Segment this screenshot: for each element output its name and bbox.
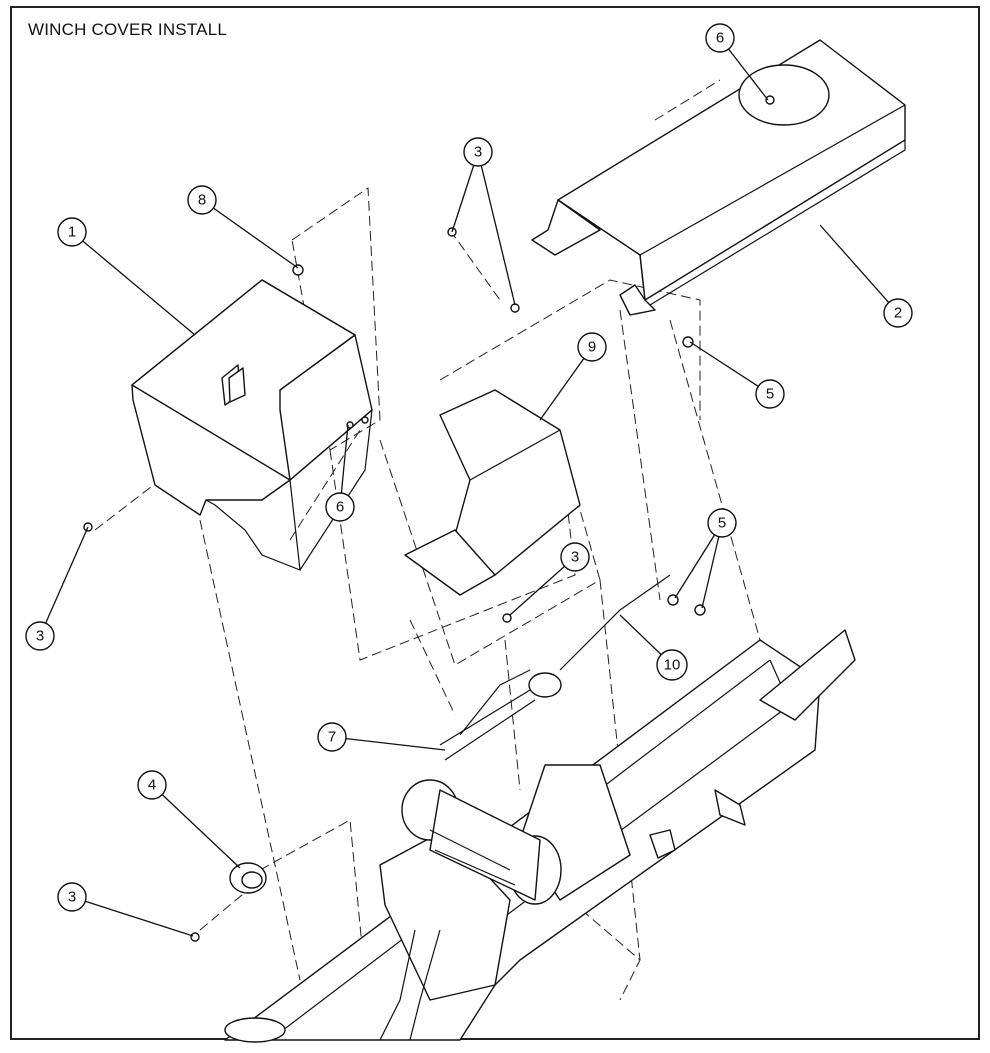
svg-text:3: 3 xyxy=(474,144,482,161)
svg-text:5: 5 xyxy=(718,515,726,532)
top-cover-part-2 xyxy=(531,39,906,316)
callout-balloon-3-middle: 3 xyxy=(560,542,590,572)
grommet-part-4 xyxy=(229,862,267,894)
frame-rail-assembly xyxy=(224,629,856,1043)
callout-balloon-4: 4 xyxy=(137,770,167,800)
callout-balloon-8: 8 xyxy=(187,185,217,215)
svg-text:5: 5 xyxy=(766,386,774,403)
callout-balloon-1: 1 xyxy=(57,217,87,247)
callout-balloon-6-left: 6 xyxy=(325,492,355,522)
callout-balloon-3-left: 3 xyxy=(25,621,55,651)
svg-text:1: 1 xyxy=(68,224,76,241)
winch-cover-part-1 xyxy=(131,279,373,571)
callout-balloon-6-top: 6 xyxy=(705,23,735,53)
svg-text:6: 6 xyxy=(716,30,724,47)
svg-text:3: 3 xyxy=(68,889,76,906)
svg-text:8: 8 xyxy=(198,192,206,209)
svg-text:2: 2 xyxy=(894,305,902,322)
callout-balloon-7: 7 xyxy=(317,722,347,752)
callout-balloon-2: 2 xyxy=(883,298,913,328)
hardware-fasteners xyxy=(83,95,775,942)
callout-balloon-10: 10 xyxy=(656,649,688,681)
callout-balloon-3-top: 3 xyxy=(463,137,493,167)
drawing-title: WINCH COVER INSTALL xyxy=(28,20,228,39)
svg-text:10: 10 xyxy=(664,657,681,674)
svg-text:3: 3 xyxy=(36,628,44,645)
svg-text:6: 6 xyxy=(336,499,344,516)
callout-balloon-5-middle: 5 xyxy=(707,508,737,538)
svg-text:3: 3 xyxy=(571,549,579,566)
callout-balloon-9: 9 xyxy=(577,332,607,362)
inner-cover-part-9 xyxy=(404,389,581,596)
svg-text:4: 4 xyxy=(148,777,156,794)
pin-lanyard-parts-7-10 xyxy=(439,574,671,761)
svg-text:9: 9 xyxy=(588,339,596,356)
callout-balloon-3-bottom: 3 xyxy=(57,882,87,912)
callout-balloon-5-top: 5 xyxy=(755,379,785,409)
svg-text:7: 7 xyxy=(328,729,336,746)
drawing-frame xyxy=(10,6,980,1040)
